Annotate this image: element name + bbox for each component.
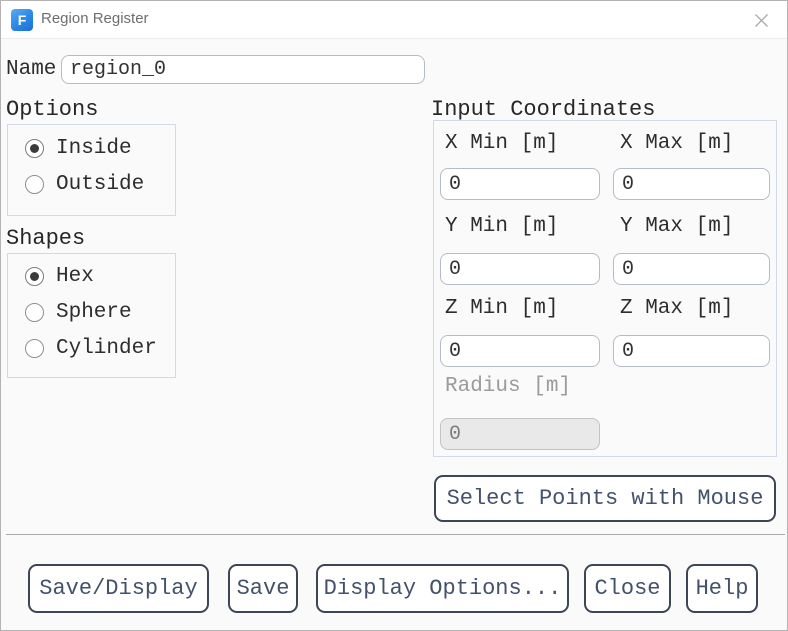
y-max-input[interactable] <box>613 253 770 285</box>
y-max-label: Y Max [m] <box>620 215 734 238</box>
z-min-label: Z Min [m] <box>445 297 559 320</box>
radio-button-icon <box>25 338 44 358</box>
close-button[interactable]: Close <box>584 564 671 613</box>
y-min-input[interactable] <box>440 253 600 285</box>
radio-outside[interactable]: Outside <box>25 172 144 196</box>
save-button[interactable]: Save <box>228 564 298 613</box>
options-group-title: Options <box>6 97 99 122</box>
name-input[interactable] <box>61 55 425 84</box>
z-max-label: Z Max [m] <box>620 297 734 320</box>
name-label: Name <box>6 58 57 81</box>
radio-button-icon <box>25 174 44 194</box>
radio-inside[interactable]: Inside <box>25 136 132 160</box>
z-min-input[interactable] <box>440 335 600 367</box>
coordinates-group: X Min [m] X Max [m] Y Min [m] Y Max [m] … <box>433 120 777 457</box>
shapes-group: Hex Sphere Cylinder <box>7 253 176 378</box>
app-icon: F <box>11 9 33 31</box>
radio-outside-label: Outside <box>56 172 145 196</box>
close-icon[interactable] <box>745 4 777 36</box>
footer-separator <box>6 534 785 535</box>
radius-label: Radius [m] <box>445 375 572 398</box>
shapes-group-title: Shapes <box>6 226 86 251</box>
radio-cylinder[interactable]: Cylinder <box>25 336 157 360</box>
radio-button-icon <box>25 138 44 158</box>
radio-button-icon <box>25 266 44 286</box>
radius-input <box>440 418 600 450</box>
y-min-label: Y Min [m] <box>445 215 559 238</box>
x-max-input[interactable] <box>613 168 770 200</box>
radio-hex-label: Hex <box>56 264 94 288</box>
coordinates-group-title: Input Coordinates <box>431 97 656 122</box>
window-title: Region Register <box>41 10 149 27</box>
select-points-with-mouse-button[interactable]: Select Points with Mouse <box>434 475 776 522</box>
radio-sphere-label: Sphere <box>56 300 132 324</box>
save-display-button[interactable]: Save/Display <box>28 564 209 613</box>
display-options-button[interactable]: Display Options... <box>316 564 569 613</box>
radio-sphere[interactable]: Sphere <box>25 300 132 324</box>
radio-button-icon <box>25 302 44 322</box>
x-max-label: X Max [m] <box>620 132 734 155</box>
options-group: Inside Outside <box>7 124 176 216</box>
radio-cylinder-label: Cylinder <box>56 336 157 360</box>
radio-hex[interactable]: Hex <box>25 264 94 288</box>
radio-inside-label: Inside <box>56 136 132 160</box>
help-button[interactable]: Help <box>686 564 758 613</box>
z-max-input[interactable] <box>613 335 770 367</box>
titlebar: F Region Register <box>1 1 787 39</box>
x-min-label: X Min [m] <box>445 132 559 155</box>
x-min-input[interactable] <box>440 168 600 200</box>
